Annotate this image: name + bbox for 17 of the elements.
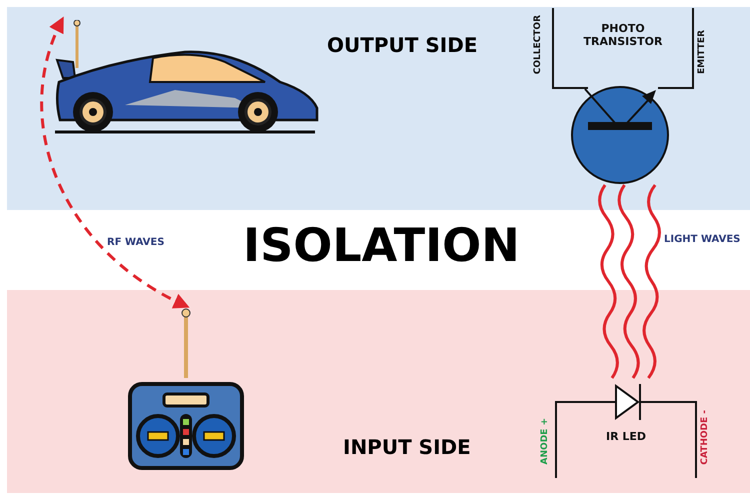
section-title: INPUT SIDE: [343, 435, 471, 459]
component-title: PHOTO TRANSISTOR: [582, 22, 664, 48]
terminal-label: ANODE +: [540, 418, 550, 464]
section-band: [7, 290, 750, 493]
remote-control-drawing: [128, 306, 244, 470]
heading: ISOLATION: [243, 218, 520, 272]
section-title: OUTPUT SIDE: [327, 33, 478, 57]
wavy-line: [598, 184, 619, 379]
wavy-line: [618, 184, 640, 379]
dashed-arrow: [40, 16, 190, 308]
section-band: [7, 7, 750, 210]
terminal-label: COLLECTOR: [533, 15, 543, 74]
terminal-label: CATHODE -: [700, 410, 710, 465]
wave-label: LIGHT WAVES: [664, 234, 740, 245]
component-title: IR LED: [606, 430, 646, 443]
wavy-line: [642, 184, 661, 379]
terminal-label: EMITTER: [697, 30, 707, 74]
